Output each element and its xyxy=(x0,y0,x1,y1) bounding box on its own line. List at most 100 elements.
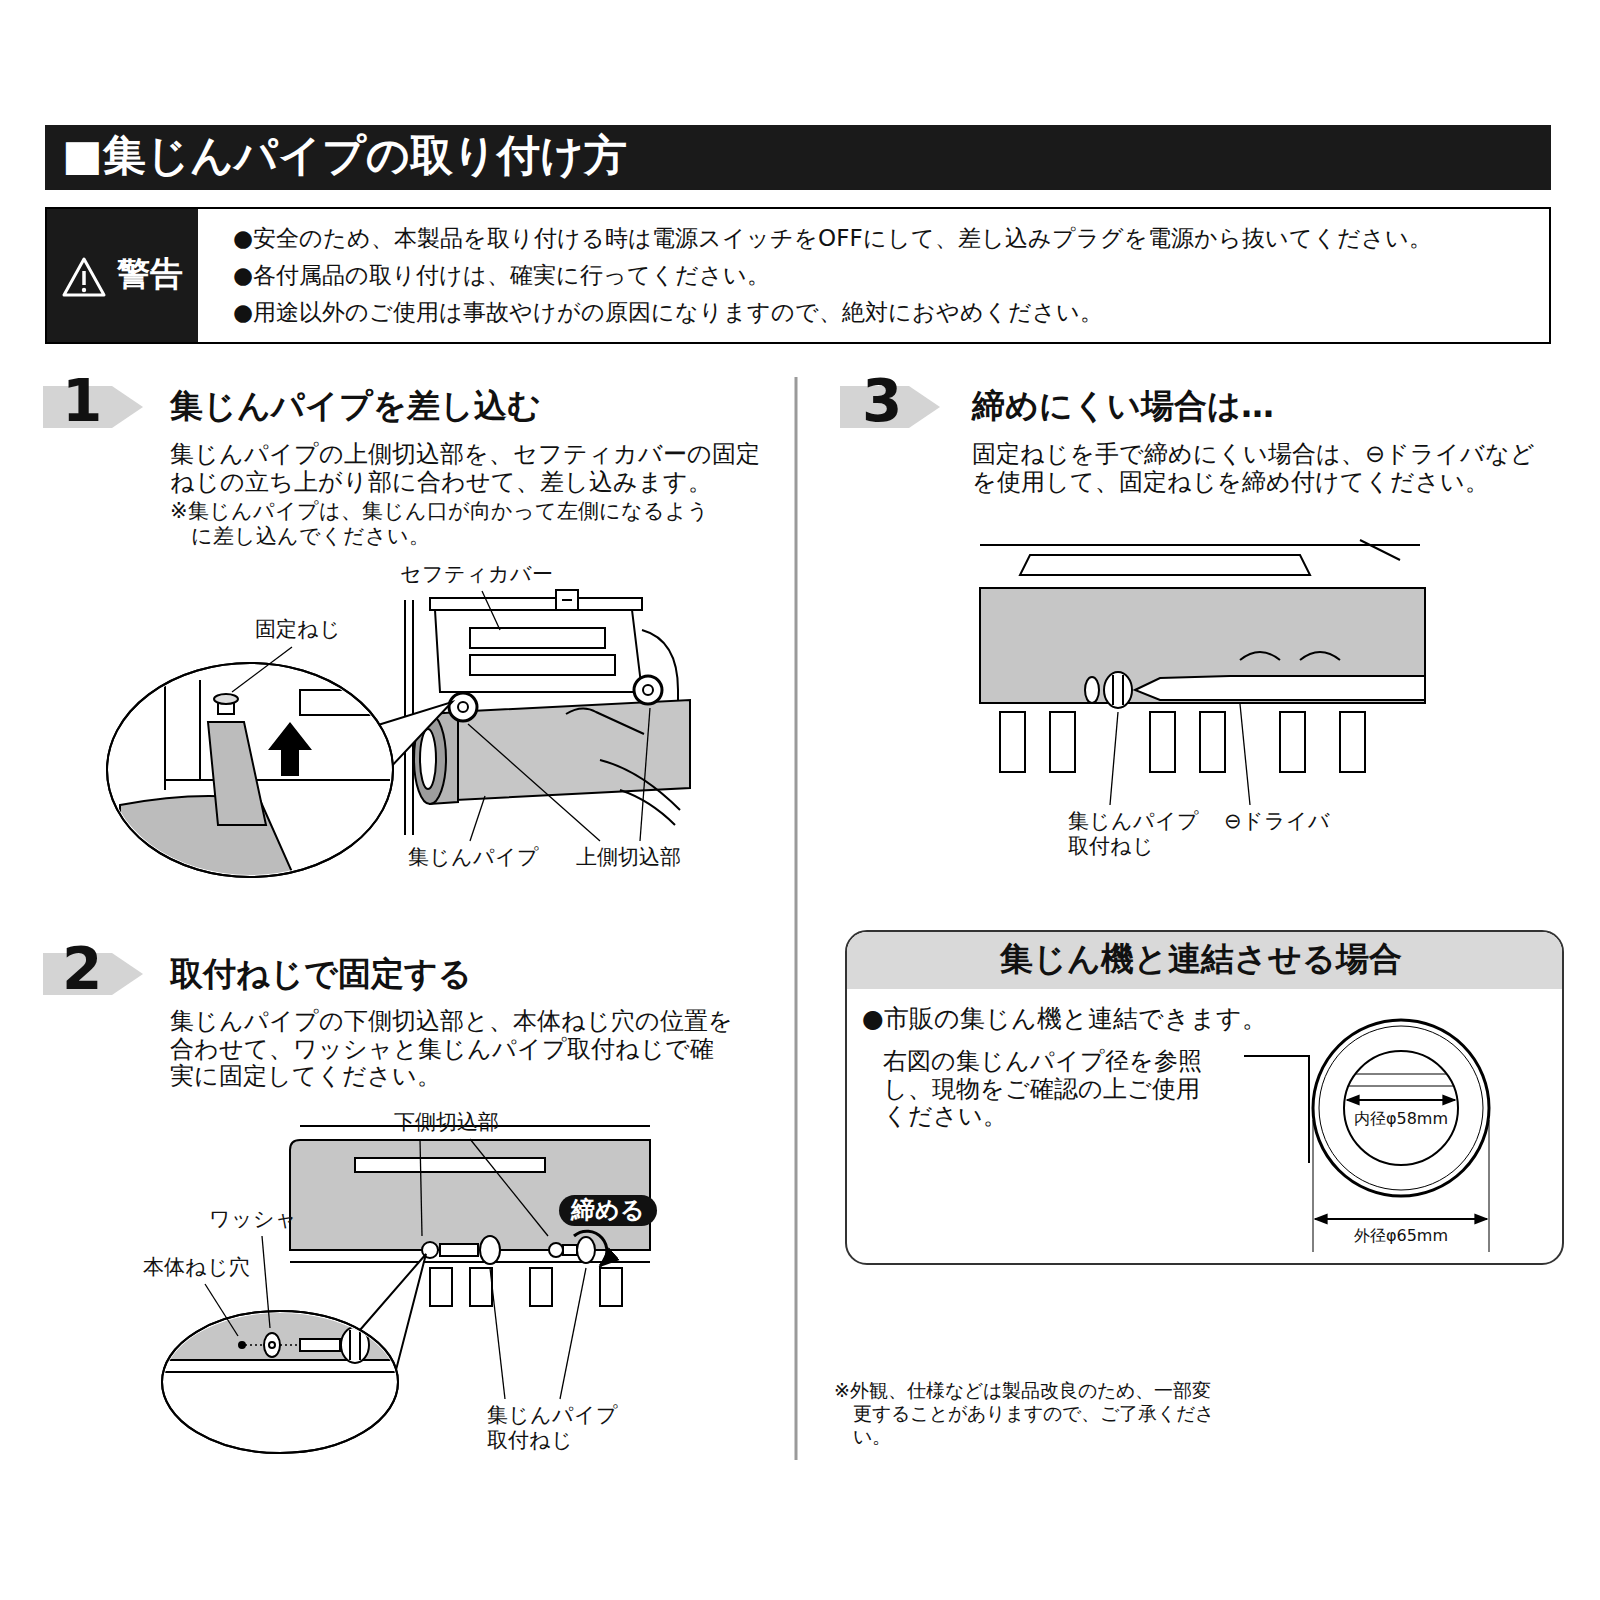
part-label: 集じんパイプ 取付ねじ xyxy=(487,1403,622,1453)
step3-figure xyxy=(980,540,1425,805)
step3-figure-part-part xyxy=(1200,712,1225,772)
step2-figure-part-part xyxy=(269,1342,275,1348)
step2-figure-part xyxy=(600,1268,622,1306)
leader-line-part xyxy=(420,1139,422,1236)
part-label: セフティカバー xyxy=(400,562,553,587)
step1-figure-part xyxy=(634,676,662,704)
warning-icon xyxy=(61,256,107,298)
leader-line-part xyxy=(490,1268,505,1399)
warning-heading: 警告 xyxy=(117,255,183,294)
step2-figure-part xyxy=(162,1311,398,1453)
step-number: 2 xyxy=(62,940,102,998)
pipe-section-part xyxy=(1313,1020,1489,1196)
leader-line xyxy=(232,591,650,841)
step-text: 集じんパイプの上側切込部を、セフティカバーの固定ねじの立ち上がり部に合わせて、差… xyxy=(170,441,760,496)
leader-line-part xyxy=(205,1284,238,1336)
step-arrow xyxy=(43,386,940,995)
step3-figure-part xyxy=(980,540,1425,772)
step1-figure-part-part xyxy=(164,660,166,790)
step2-figure-part-part xyxy=(150,1371,410,1373)
dimension-label: 外径φ65mm xyxy=(1346,1227,1456,1246)
pipe-section xyxy=(1244,1020,1489,1252)
step3-figure-part-part xyxy=(1085,677,1099,703)
info-panel: 集じん機と連結させる場合●市販の集じん機と連結できます。右図の集じんパイプ径を参… xyxy=(845,930,1564,1265)
step1-figure-part xyxy=(562,599,572,601)
pipe-section-part xyxy=(1315,1218,1487,1220)
page-title: ■集じんパイプの取り付け方 xyxy=(62,130,627,182)
step1-figure-part xyxy=(556,590,578,610)
step-heading: 締めにくい場合は… xyxy=(972,387,1274,426)
step-text: 固定ねじを手で締めにくい場合は、⊖ドライバなどを使用して、固定ねじを締め付けてく… xyxy=(972,441,1547,496)
warning-item: ●用途以外のご使用は事故やけがの原因になりますので、絶対におやめください。 xyxy=(233,299,1533,326)
part-label: 集じんパイプ xyxy=(408,845,539,870)
pipe-section-part xyxy=(1489,1120,1490,1252)
panel-item: ●市販の集じん機と連結できます。 xyxy=(862,1004,1267,1034)
step2-figure-part-part xyxy=(239,1342,245,1348)
step3-figure-part-part xyxy=(1280,712,1305,772)
leader-line xyxy=(1110,704,1250,805)
warning-item: ●安全のため、本製品を取り付ける時は電源スイッチをOFFにして、差し込みプラグを… xyxy=(233,225,1533,252)
leader-line-part xyxy=(468,724,600,841)
leader-line-part xyxy=(1240,704,1250,805)
step2-figure-part xyxy=(574,1231,607,1266)
part-label: 固定ねじ xyxy=(255,617,341,642)
step2-figure-part xyxy=(440,1244,478,1256)
step2-figure-part-part xyxy=(300,1339,340,1351)
pipe-section-part xyxy=(1344,1051,1458,1165)
leader-line-part xyxy=(470,796,485,841)
step-heading: 集じんパイプを差し込む xyxy=(170,387,541,426)
step-heading: 取付ねじで固定する xyxy=(170,955,472,994)
step2-figure-part xyxy=(480,1236,500,1264)
step1-figure-part xyxy=(449,693,477,721)
step2-figure-part-part xyxy=(349,1330,351,1360)
step1-figure-part xyxy=(452,700,690,800)
leader-line xyxy=(205,1139,586,1399)
step1-figure-part xyxy=(458,702,468,712)
step3-figure-part-part xyxy=(1340,712,1365,772)
step3-figure-part-part xyxy=(980,544,1420,546)
step2-figure-part xyxy=(430,1268,452,1306)
badge-text: 締める xyxy=(571,1196,645,1225)
leader-line-part xyxy=(262,1236,270,1328)
step1-figure-part xyxy=(435,610,642,692)
tighten-badge: 締める xyxy=(559,1195,657,1226)
step-number: 3 xyxy=(862,372,902,430)
part-label: 集じんパイプ 取付ねじ xyxy=(1068,809,1203,859)
step1-figure-part xyxy=(643,685,653,695)
pipe-section-part xyxy=(1348,1086,1454,1087)
step2-figure-part xyxy=(290,1261,650,1263)
warning-icon-part xyxy=(82,288,86,292)
part-label: ⊖ドライバ xyxy=(1224,809,1330,834)
leader-line-part xyxy=(1110,712,1118,805)
step3-figure-part-part xyxy=(1122,675,1124,705)
part-label: 本体ねじ穴 xyxy=(143,1255,250,1280)
step1-figure-part-part xyxy=(199,680,201,780)
step-number: 1 xyxy=(62,372,102,430)
part-label: 下側切込部 xyxy=(394,1110,499,1135)
pipe-section-part xyxy=(1319,1026,1483,1190)
step1-figure-part xyxy=(470,655,615,675)
step3-figure-part-part xyxy=(1112,675,1114,705)
dimension-label: 内径φ58mm xyxy=(1346,1110,1456,1129)
warning-box: 警告 ●安全のため、本製品を取り付ける時は電源スイッチをOFFにして、差し込みプラ… xyxy=(45,207,1551,344)
warning-icon-part xyxy=(82,271,86,285)
warning-icon-part xyxy=(64,259,104,295)
step2-figure-part xyxy=(563,1245,577,1255)
step1-figure-part-part xyxy=(208,722,266,825)
step2-figure-part xyxy=(355,1158,545,1172)
step2-figure-part-part xyxy=(264,1333,280,1357)
step3-figure-part-part xyxy=(1135,676,1425,700)
step1-figure-part xyxy=(120,660,390,890)
step1-figure-part-part xyxy=(165,779,390,781)
leader-line-part xyxy=(232,647,292,692)
step1-figure-part xyxy=(566,708,644,734)
step2-figure-part xyxy=(549,1243,563,1257)
step1-figure-part xyxy=(107,663,393,877)
step1-figure-part xyxy=(420,729,436,789)
step3-figure-part-part xyxy=(1240,652,1340,660)
step1-figure-part-part xyxy=(214,694,238,704)
step1-figure-part-part xyxy=(268,722,312,776)
step1-figure-part xyxy=(600,760,680,810)
step1-figure-part xyxy=(470,628,605,648)
step3-figure-part-part xyxy=(1000,712,1025,772)
